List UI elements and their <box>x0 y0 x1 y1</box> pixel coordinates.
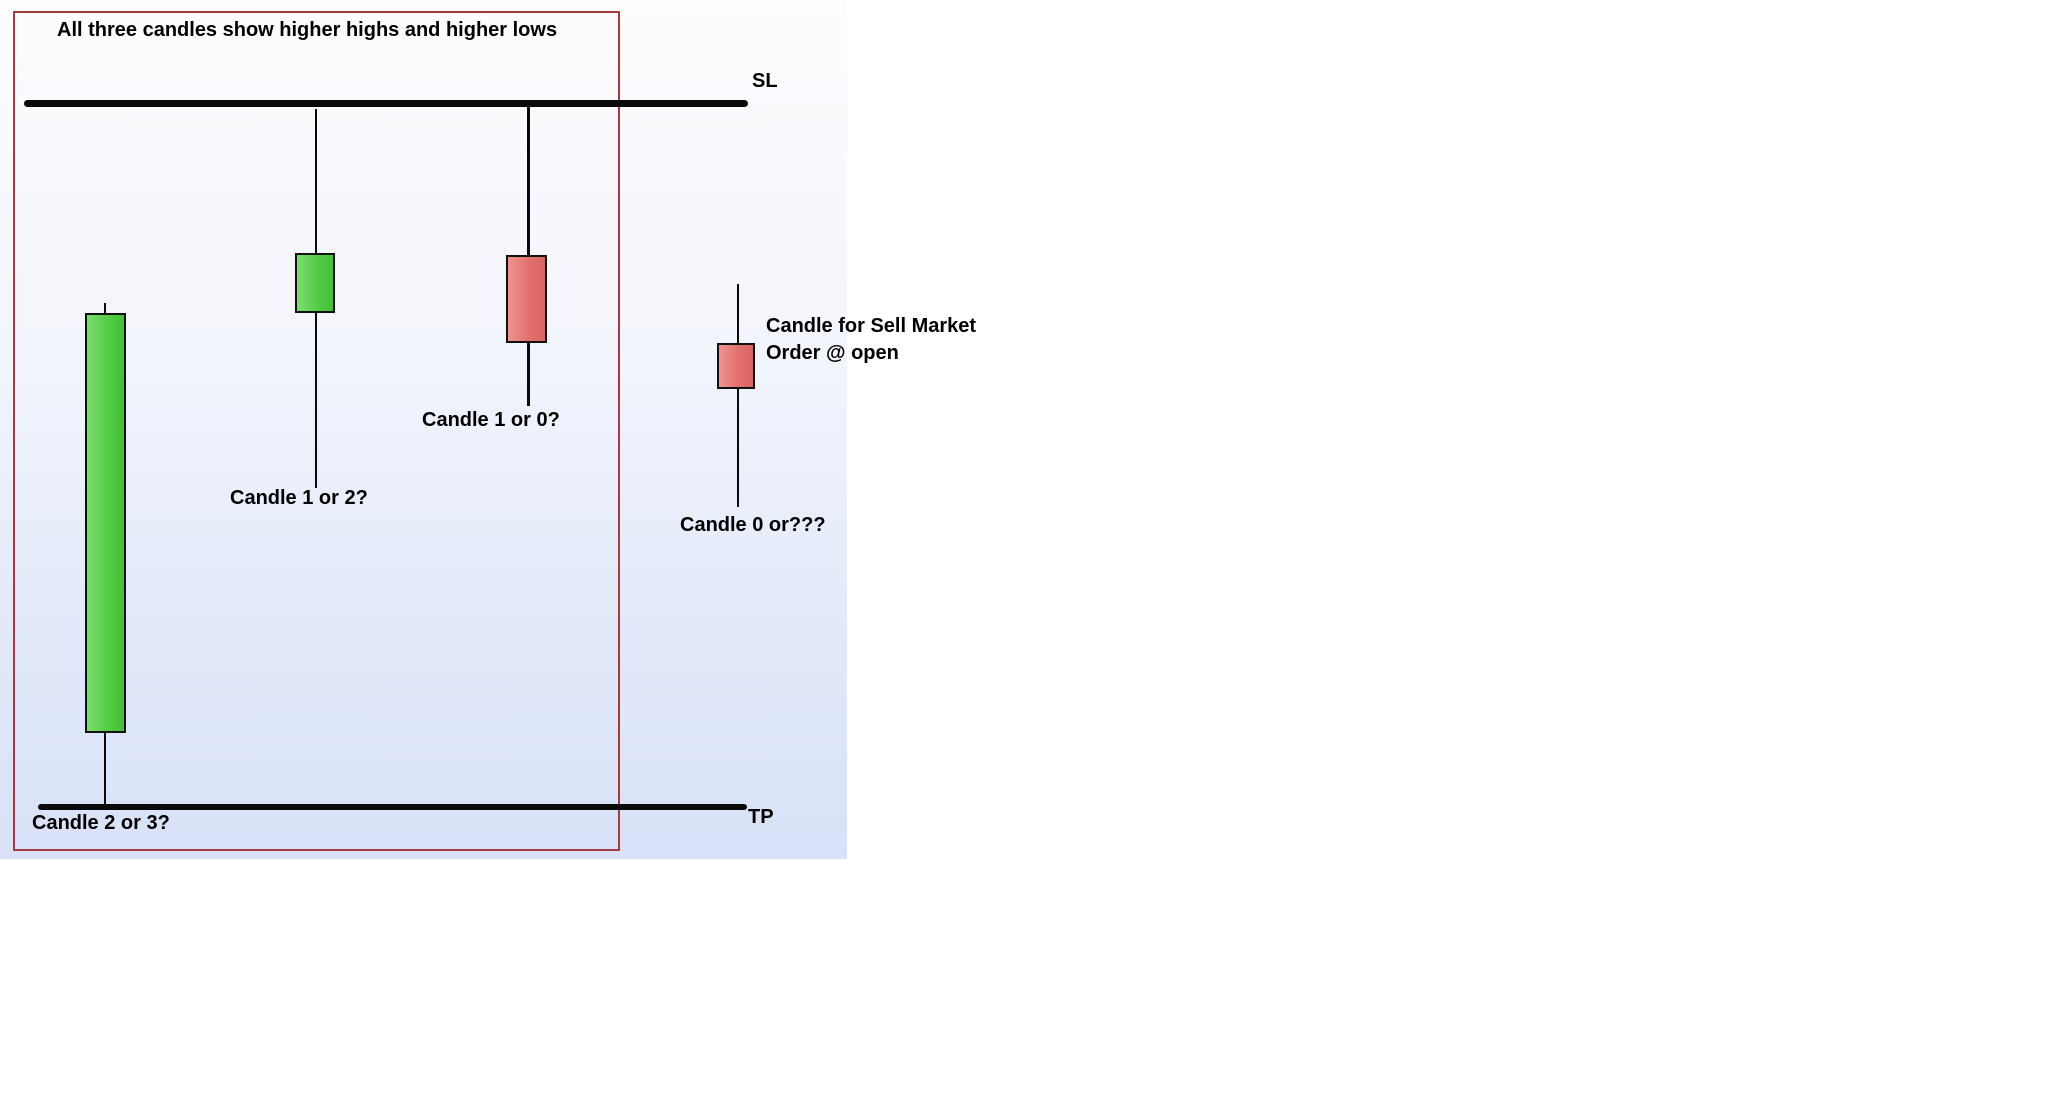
candle-b-body <box>295 253 335 313</box>
candle-b-upper-wick <box>315 109 317 253</box>
stop-loss-label: SL <box>752 70 778 92</box>
candle-b-lower-wick <box>315 313 317 488</box>
candle-a-upper-wick <box>104 303 106 313</box>
candle-a-body <box>85 313 126 733</box>
candle-c-upper-wick <box>527 107 530 255</box>
red-annotation-box <box>13 11 620 851</box>
take-profit-line <box>38 804 747 810</box>
gradient-background-panel <box>0 0 847 859</box>
candle-a-label: Candle 2 or 3? <box>32 812 170 834</box>
candle-c-label: Candle 1 or 0? <box>422 409 560 431</box>
sell-market-annotation-line2: Order @ open <box>766 342 899 364</box>
candle-a-lower-wick <box>104 733 106 806</box>
candle-d-lower-wick <box>737 389 739 507</box>
sell-market-annotation: Candle for Sell Market Order @ open <box>766 313 976 367</box>
candle-d-body <box>717 343 755 389</box>
sell-market-annotation-line1: Candle for Sell Market <box>766 315 977 337</box>
candle-b-label: Candle 1 or 2? <box>230 487 368 509</box>
diagram-title: All three candles show higher highs and … <box>57 19 558 41</box>
candle-d-label: Candle 0 or??? <box>680 514 826 536</box>
candle-d-upper-wick <box>737 284 739 343</box>
candle-c-body <box>506 255 547 343</box>
take-profit-label: TP <box>748 806 774 828</box>
candle-c-lower-wick <box>527 343 530 406</box>
stop-loss-line <box>24 100 748 107</box>
